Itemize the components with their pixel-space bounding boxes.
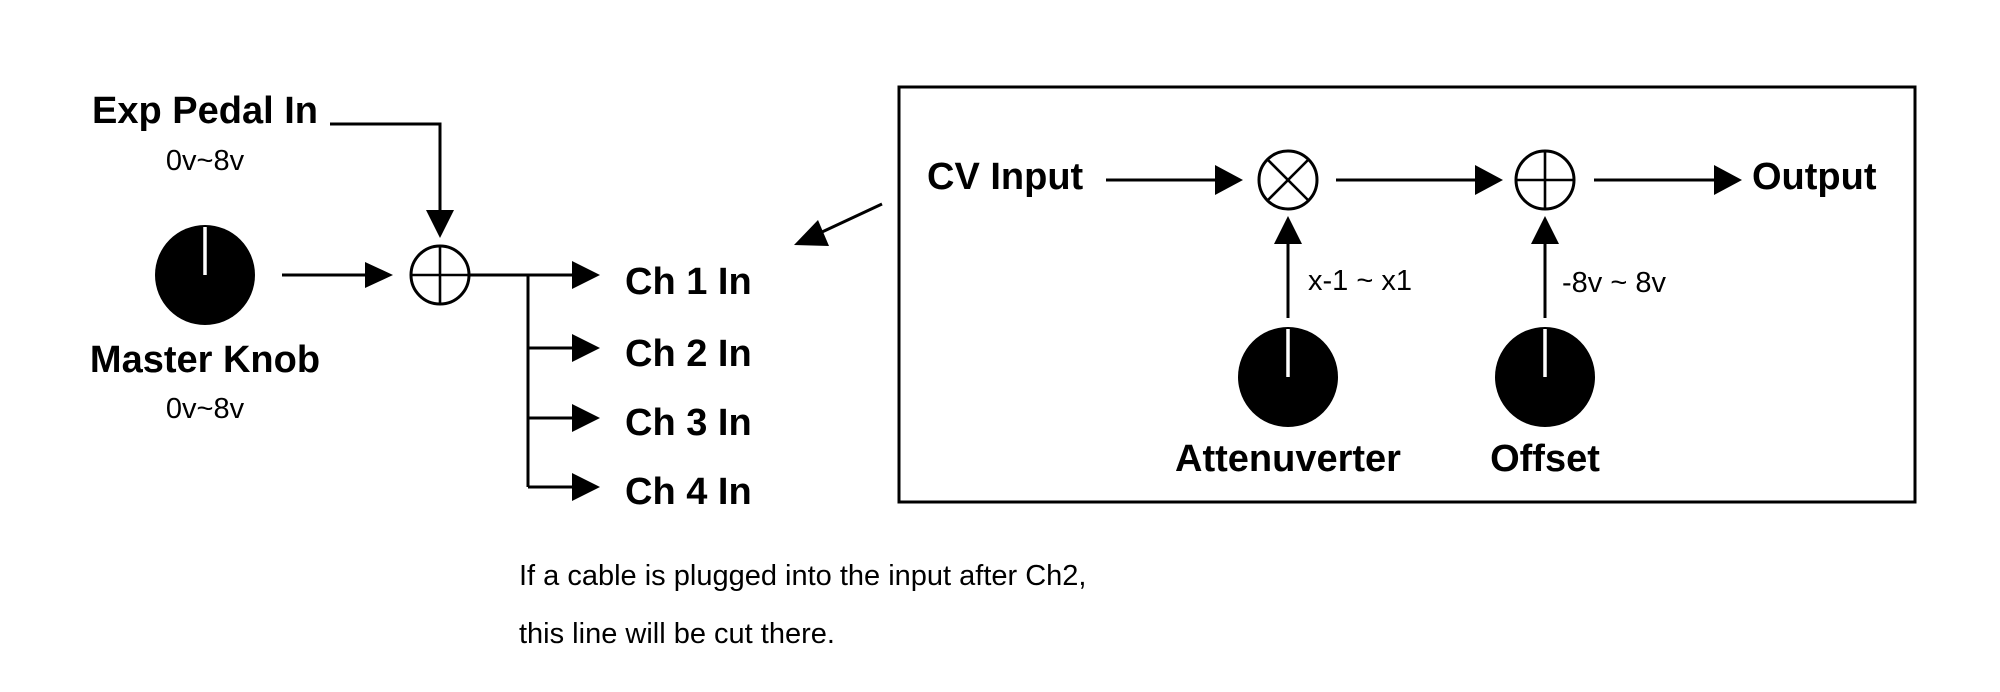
master-knob[interactable] <box>155 225 255 325</box>
channel-3-label: Ch 3 In <box>625 402 752 444</box>
note-line-2: this line will be cut there. <box>519 618 835 650</box>
offset-connector <box>1531 216 1559 318</box>
attenuverter-label: Attenuverter <box>1175 438 1401 480</box>
channel-2-label: Ch 2 In <box>625 333 752 375</box>
exp-pedal-connector <box>330 122 454 238</box>
channel-1-label: Ch 1 In <box>625 261 752 303</box>
cv-input-connector <box>1106 165 1243 195</box>
arrow-head-icon <box>572 334 600 362</box>
attenuverter-knob[interactable] <box>1238 327 1338 427</box>
panel-pointer-arrow <box>794 202 883 246</box>
arrow-head-icon <box>1475 165 1503 195</box>
circle-plus-icon <box>409 244 471 306</box>
arrow-head-icon <box>1714 165 1742 195</box>
note-line-1: If a cable is plugged into the input aft… <box>519 560 1086 592</box>
multiplier-connector <box>1336 165 1503 195</box>
arrow-head-icon <box>572 261 600 289</box>
channel-4-label: Ch 4 In <box>625 471 752 513</box>
attenuverter-connector <box>1274 216 1302 318</box>
offset-label: Offset <box>1490 438 1600 480</box>
arrow-head-icon <box>1274 216 1302 244</box>
attenuverter-range: x-1 ~ x1 <box>1308 265 1412 297</box>
offset-knob[interactable] <box>1495 327 1595 427</box>
cv-input-label: CV Input <box>927 156 1084 198</box>
output-label: Output <box>1752 156 1877 198</box>
master-knob-label: Master Knob <box>90 339 320 381</box>
cv-processing-panel <box>897 85 1917 504</box>
circle-times-icon <box>1257 149 1319 211</box>
arrow-head-icon <box>426 210 454 238</box>
arrow-head-icon <box>1215 165 1243 195</box>
knob-connector <box>282 262 393 288</box>
circle-plus-icon <box>1514 149 1576 211</box>
exp-pedal-range: 0v~8v <box>166 145 245 177</box>
master-knob-range: 0v~8v <box>166 393 245 425</box>
arrow-head-icon <box>365 262 393 288</box>
arrow-head-icon <box>572 404 600 432</box>
offset-range: -8v ~ 8v <box>1562 267 1666 299</box>
output-connector <box>1594 165 1742 195</box>
arrow-head-icon <box>572 473 600 501</box>
exp-pedal-label: Exp Pedal In <box>92 90 318 132</box>
channel-bus <box>469 261 600 501</box>
arrow-head-icon <box>1531 216 1559 244</box>
arrow-head-icon <box>794 220 829 246</box>
